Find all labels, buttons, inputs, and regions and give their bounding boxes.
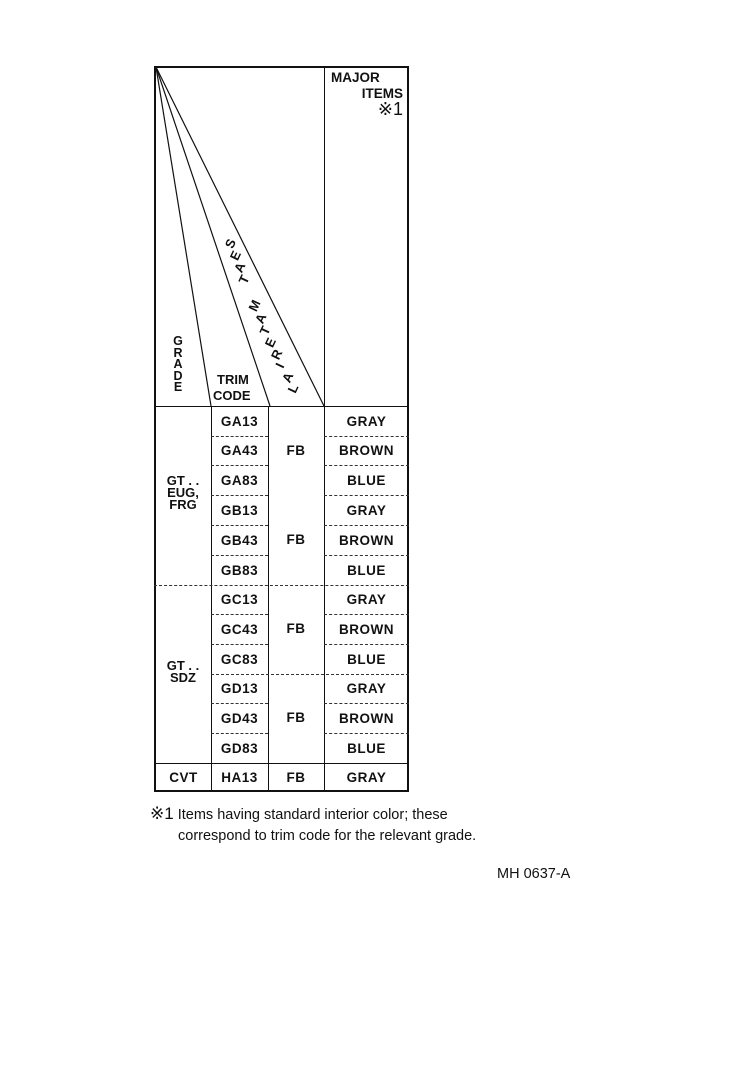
color-cell: BROWN <box>339 532 394 548</box>
trim-code-cell: GC13 <box>220 592 259 607</box>
note-ref-mark: ※1 <box>377 99 403 119</box>
row-line <box>211 495 268 496</box>
trim-code-table <box>154 66 409 792</box>
trim-code-cell: GA13 <box>220 413 259 429</box>
color-cell: BROWN <box>339 443 394 458</box>
grade-text: SDZ <box>170 670 196 685</box>
trim-code-cell: GA43 <box>220 443 259 458</box>
trim-code-cell: GD83 <box>220 740 259 756</box>
row-line <box>211 703 268 704</box>
row-line <box>211 733 268 734</box>
row-line <box>211 644 268 645</box>
grade-header: G R A D E <box>171 334 185 394</box>
seat-material-cell: FB <box>286 621 306 636</box>
trim-code-cell: HA13 <box>221 770 258 785</box>
grade-letter: R <box>173 345 183 360</box>
color-cell: GRAY <box>346 413 387 429</box>
row-line <box>324 614 409 615</box>
grade-text: FRG <box>169 497 197 512</box>
figure-id: MH 0637-A <box>497 866 571 882</box>
seat-material-cell: FB <box>286 770 306 785</box>
grade-text: GT . . <box>166 658 200 673</box>
items-label: ITEMS <box>361 86 403 101</box>
color-cell: BLUE <box>347 562 386 578</box>
grade-text: EUG, <box>167 485 199 500</box>
color-cell: GRAY <box>346 592 387 607</box>
row-line <box>211 465 268 466</box>
trim-code-cell: GB43 <box>220 532 259 548</box>
color-cell: BLUE <box>347 740 386 756</box>
major-items-header: MAJOR ITEMS ※1 <box>331 70 403 119</box>
footnote-line2: correspond to trim code for the relevant… <box>178 828 477 844</box>
footnote-line1: Items having standard interior color; th… <box>177 807 448 823</box>
divider-seat-items <box>324 66 325 792</box>
row-line <box>211 555 268 556</box>
seat-split-line <box>211 674 409 675</box>
color-cell: GRAY <box>346 770 387 785</box>
color-cell: GRAY <box>346 502 387 518</box>
grade-text: GT . . <box>166 473 200 488</box>
trim-code-cell: GC83 <box>220 651 259 667</box>
row-line <box>324 555 409 556</box>
color-cell: GRAY <box>346 681 387 696</box>
grade-group-cvt: CVT <box>169 770 198 785</box>
color-cell: BLUE <box>347 651 386 667</box>
color-cell: BROWN <box>339 710 394 726</box>
color-cell: BLUE <box>347 472 386 488</box>
row-line <box>324 703 409 704</box>
trim-code-header: TRIM CODE <box>213 372 261 404</box>
major-label: MAJOR <box>331 70 380 85</box>
trim-code-cell: GD13 <box>220 681 259 696</box>
trim-code-cell: GC43 <box>220 621 259 637</box>
footnote-mark: ※1 <box>150 804 174 823</box>
divider-grade-trim <box>211 406 212 792</box>
grade-group-gt-sdz: GT . . SDZ <box>156 658 210 685</box>
code-label: CODE <box>213 388 251 403</box>
row-line <box>324 465 409 466</box>
trim-code-cell: GA83 <box>220 472 259 488</box>
row-line <box>324 644 409 645</box>
trim-label: TRIM <box>217 372 249 387</box>
row-line <box>211 614 268 615</box>
trim-code-cell: GB13 <box>220 502 259 518</box>
group-separator <box>154 763 409 764</box>
row-line <box>211 525 268 526</box>
row-line <box>211 436 268 437</box>
seat-material-cell: FB <box>286 710 306 725</box>
grade-letter: A <box>173 357 183 371</box>
trim-code-cell: GB83 <box>220 562 259 578</box>
row-line <box>324 436 409 437</box>
divider-trim-seat <box>268 406 269 792</box>
grade-letter: E <box>173 380 183 394</box>
trim-code-cell: GD43 <box>220 710 259 726</box>
grade-group-gt-eug-frg: GT . . EUG, FRG <box>156 473 210 512</box>
row-line <box>324 733 409 734</box>
header-bottom-line <box>154 406 409 407</box>
grade-letter: G <box>173 334 183 348</box>
row-line <box>324 525 409 526</box>
grade-letter: D <box>173 368 183 383</box>
group-separator <box>154 585 409 586</box>
footnote: ※1 Items having standard interior color;… <box>150 803 476 847</box>
row-line <box>324 495 409 496</box>
seat-material-cell: FB <box>286 532 306 547</box>
color-cell: BROWN <box>339 621 394 637</box>
seat-material-cell: FB <box>286 443 306 458</box>
